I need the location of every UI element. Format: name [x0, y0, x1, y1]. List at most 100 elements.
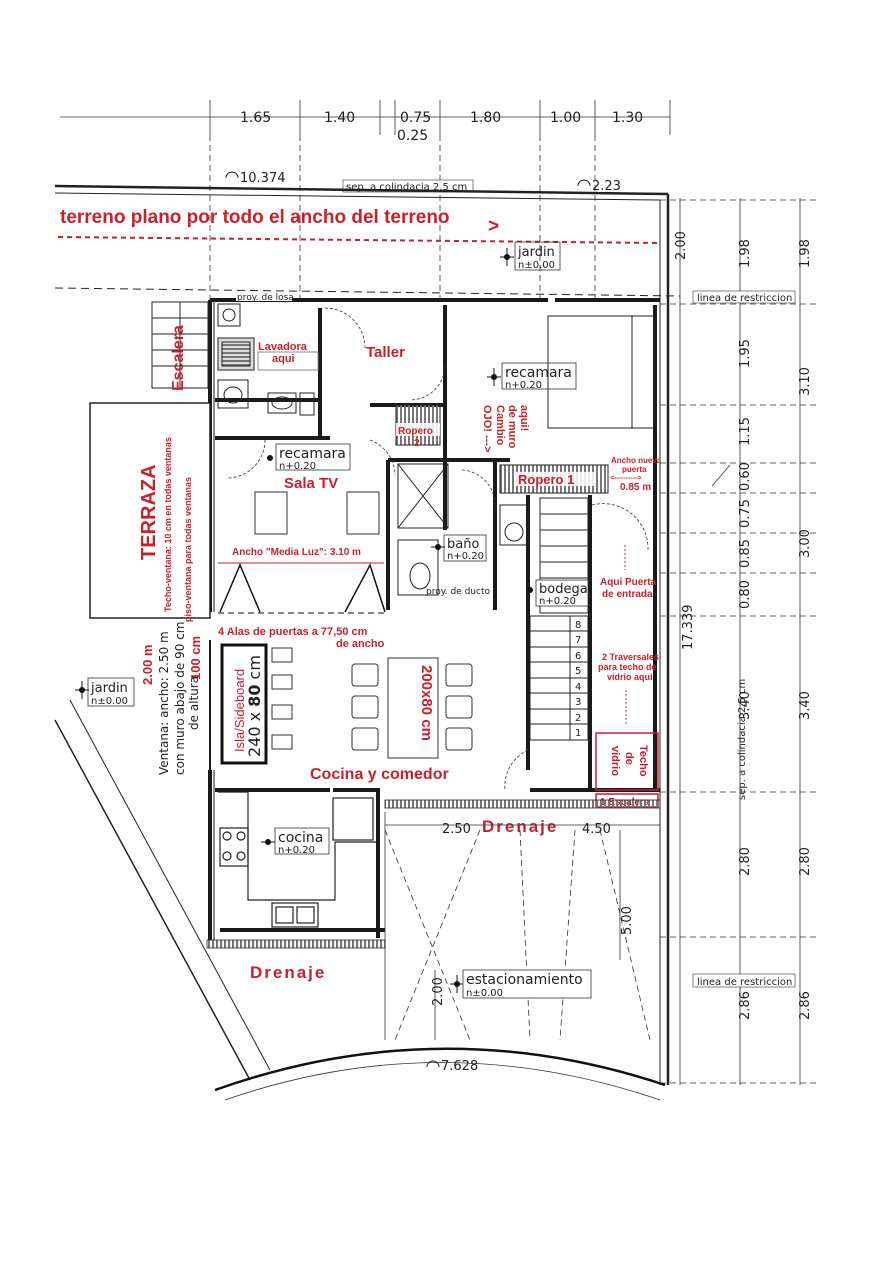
- window-note-3: de altura: [187, 676, 201, 730]
- glass-roof-label-2: de: [623, 752, 635, 765]
- level-marker-bano: baño n+0.20: [431, 534, 487, 562]
- dim-label: 0.75: [738, 499, 753, 528]
- door-swings: [227, 307, 649, 791]
- dim-label: 0.85: [738, 539, 753, 568]
- dim-label: 2.80: [738, 847, 753, 876]
- restriction-label-top: linea de restriccion: [697, 293, 792, 304]
- step-number: 6: [575, 651, 581, 662]
- arc-icon: [225, 171, 239, 179]
- door-leaves-note-1: 4 Alas de puertas a 77,50 cm: [218, 626, 368, 638]
- door-width-arrow: <---------->: [610, 475, 642, 482]
- dim-label: 1.30: [612, 110, 643, 126]
- dim-label: 2.00: [674, 231, 689, 260]
- step-number: 3: [575, 697, 581, 708]
- drain-strip-right: [384, 799, 661, 809]
- level-marker-jardin-left: jardin n±0.00: [75, 677, 135, 707]
- room-name: baño: [447, 537, 479, 552]
- top-dimension-labels: 1.65 1.40 0.75 0.25 1.80 1.00 1.30: [240, 110, 643, 144]
- terrain-arrow: >: [488, 216, 499, 237]
- dim-label: 2.86: [798, 991, 813, 1020]
- door-width-value: 0.85 m: [620, 482, 651, 493]
- level-value: n±0.00: [518, 260, 555, 271]
- room-name: recamara: [505, 365, 572, 381]
- level-marker-jardin-top: jardin n±0.00: [500, 241, 561, 271]
- kitchen-dining-label: Cocina y comedor: [310, 766, 449, 783]
- arc-icon: [426, 1060, 440, 1068]
- dim-label: 3.40: [738, 691, 753, 720]
- terrain-line: [57, 236, 661, 244]
- step-number: 5: [575, 666, 581, 677]
- tv-room-label: Sala TV: [284, 475, 338, 492]
- dim-label: 2.50: [442, 822, 471, 837]
- level-marker-recamara-left: recamara n+0.20: [267, 443, 351, 472]
- level-value: n+0.20: [505, 380, 542, 391]
- terrain-note: terreno plano por todo el ancho del terr…: [60, 207, 450, 228]
- separation-label-right: sep. a colindacia 2.5 cm: [737, 679, 748, 800]
- stair-step-numbers: 8 7 6 5 4 3 2 1: [575, 620, 581, 739]
- room-name: jardin: [90, 681, 128, 696]
- dim-label: 1.80: [470, 110, 501, 126]
- island-size-label: 240 x 80 cm: [245, 655, 264, 757]
- island-label: Isla/Sideboard: [232, 669, 247, 752]
- door-width-note-1: Ancho nueva: [611, 456, 662, 465]
- right-dimension-lines: [660, 198, 820, 1085]
- glass-roof-label-3: vidrio: [609, 746, 621, 776]
- terrace-label: TERRAZA: [138, 464, 160, 560]
- wall-change-note-1: OJO! --->: [481, 405, 493, 452]
- step-number: 4: [575, 682, 581, 693]
- level-marker-estacionamiento: estacionamiento n±0.00: [450, 969, 592, 999]
- front-dimension-arc: [224, 1062, 661, 1101]
- level-value: n±0.00: [91, 696, 128, 707]
- restriction-tag: [692, 290, 796, 304]
- property-lines: [54, 184, 681, 1085]
- wall-change-note-3: de muro: [506, 405, 518, 449]
- dim-label: 0.75: [400, 110, 431, 126]
- dim-label: 0.80: [738, 580, 753, 609]
- stair-label: Escalera: [170, 325, 187, 391]
- level-marker-bodega: bodega n+0.20: [527, 579, 589, 607]
- dining-chairs: [351, 663, 473, 751]
- top-dimension-chain: [60, 100, 671, 300]
- table-size-label: 200x80 cm: [418, 665, 435, 741]
- entrance-note-2: de entrada: [602, 589, 653, 600]
- separation-label-top: sep. a colindacia 2.5 cm: [346, 182, 467, 193]
- dim-label: 1.65: [240, 110, 271, 126]
- dim-label: 2.86: [738, 991, 753, 1020]
- dining-table: [387, 657, 439, 759]
- dim-label: 1.95: [738, 339, 753, 368]
- dim-label: 1.00: [550, 110, 581, 126]
- dim-label: 1.98: [798, 239, 813, 268]
- dim-label: 0.25: [397, 128, 428, 144]
- room-name: bodega: [539, 582, 588, 597]
- drain-strip-left: [206, 939, 386, 949]
- room-name: jardin: [517, 245, 555, 260]
- dim-label: 1.40: [324, 110, 355, 126]
- dim-label: 3.40: [798, 691, 813, 720]
- workshop-label: Taller: [366, 344, 405, 361]
- room-name: recamara: [279, 446, 346, 462]
- island-size-unit: cm: [245, 655, 264, 684]
- sill-height-note: 100 cm: [188, 636, 203, 680]
- bathroom-fixtures: [397, 463, 529, 596]
- closet-1-label: Ropero 1: [518, 472, 574, 487]
- arc-label-top: 10.374: [240, 171, 286, 186]
- proy-ducto-label: proy. de ducto: [426, 587, 490, 597]
- dim-label: 0.60: [738, 462, 753, 491]
- level-value: n+0.20: [447, 551, 484, 562]
- total-dimension: 17.339: [681, 605, 696, 651]
- room-name: cocina: [278, 830, 323, 846]
- restriction-tag: [692, 973, 796, 988]
- height-note: 2.00 m: [140, 645, 155, 685]
- wall-change-note-4: aqui!: [518, 405, 530, 431]
- glass-roof-area: [595, 732, 659, 791]
- front-boundary-arc: [214, 1047, 666, 1092]
- dim-label: 1.15: [738, 417, 753, 446]
- beams-note-3: vidrio aqui: [607, 672, 653, 682]
- dim-label: 3.00: [798, 529, 813, 558]
- drain-label-right: Drenaje: [482, 817, 558, 836]
- arc-label-bottom: 7.628: [441, 1059, 478, 1074]
- dim-label: 2.00: [431, 977, 446, 1006]
- room-name: estacionamiento: [466, 972, 583, 988]
- door-leaves-note-2: de ancho: [336, 638, 385, 650]
